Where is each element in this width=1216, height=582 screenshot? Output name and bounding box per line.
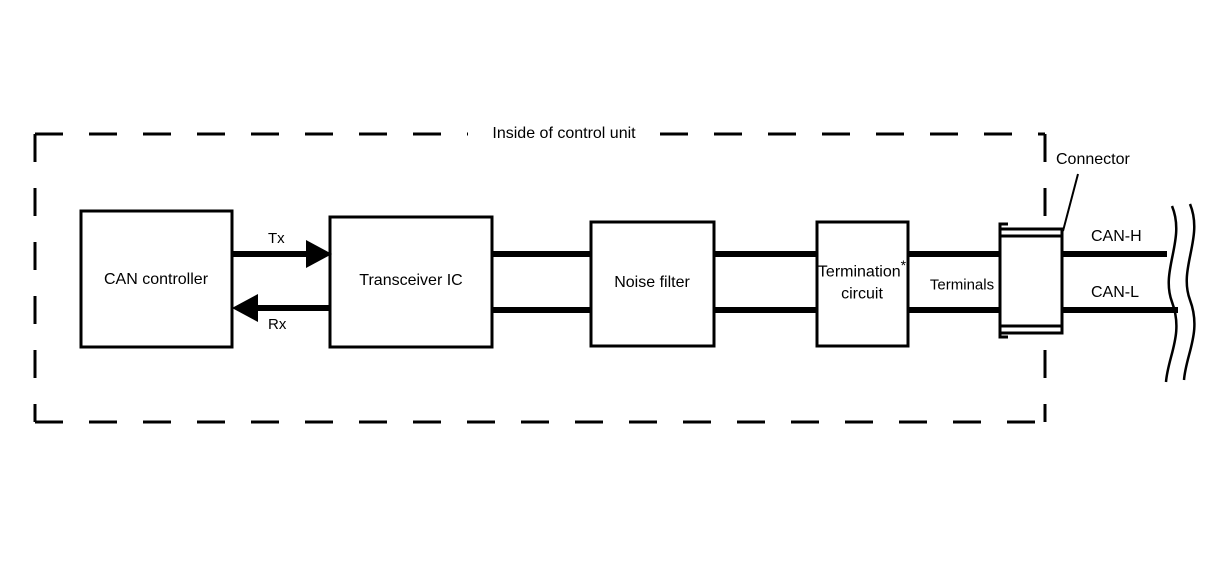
rx-signal-label: Rx (268, 316, 287, 333)
boundary-title-label: Inside of control unit (482, 126, 646, 142)
control-unit-boundary (33, 132, 1047, 424)
tx-arrow-head (306, 240, 332, 268)
can-l-label: CAN-L (1091, 284, 1140, 301)
transceiver-ic-box (328, 215, 494, 349)
termination-circuit-box (815, 220, 910, 348)
noise-filter-box (589, 220, 716, 348)
termination-circuit-label-line2: circuit (841, 285, 883, 302)
tx-rx-arrows (232, 240, 332, 322)
connector-shape (998, 173, 1079, 339)
termination-circuit-footnote-marker: * (900, 257, 907, 274)
transceiver-ic-label: Transceiver IC (359, 272, 463, 289)
harness-wave-right (1182, 203, 1196, 381)
connector-body (998, 227, 1064, 335)
terminals-label: Terminals (929, 276, 995, 294)
bus-lines (492, 251, 1178, 313)
harness-wave-left (1164, 205, 1178, 383)
noise-filter-label: Noise filter (614, 274, 690, 291)
harness-break-symbol (1164, 203, 1196, 383)
can-controller-box (79, 209, 234, 349)
connector-label: Connector (1056, 151, 1130, 168)
can-controller-label: CAN controller (103, 271, 209, 288)
tx-signal-label: Tx (268, 230, 285, 247)
termination-circuit-label: Termination* circuit (817, 258, 906, 304)
block-shapes (79, 209, 910, 349)
termination-circuit-label-line1: Termination (817, 263, 901, 281)
can-h-label: CAN-H (1091, 228, 1142, 245)
connector-leader-line (1062, 173, 1079, 232)
rx-arrow-head (232, 294, 258, 322)
